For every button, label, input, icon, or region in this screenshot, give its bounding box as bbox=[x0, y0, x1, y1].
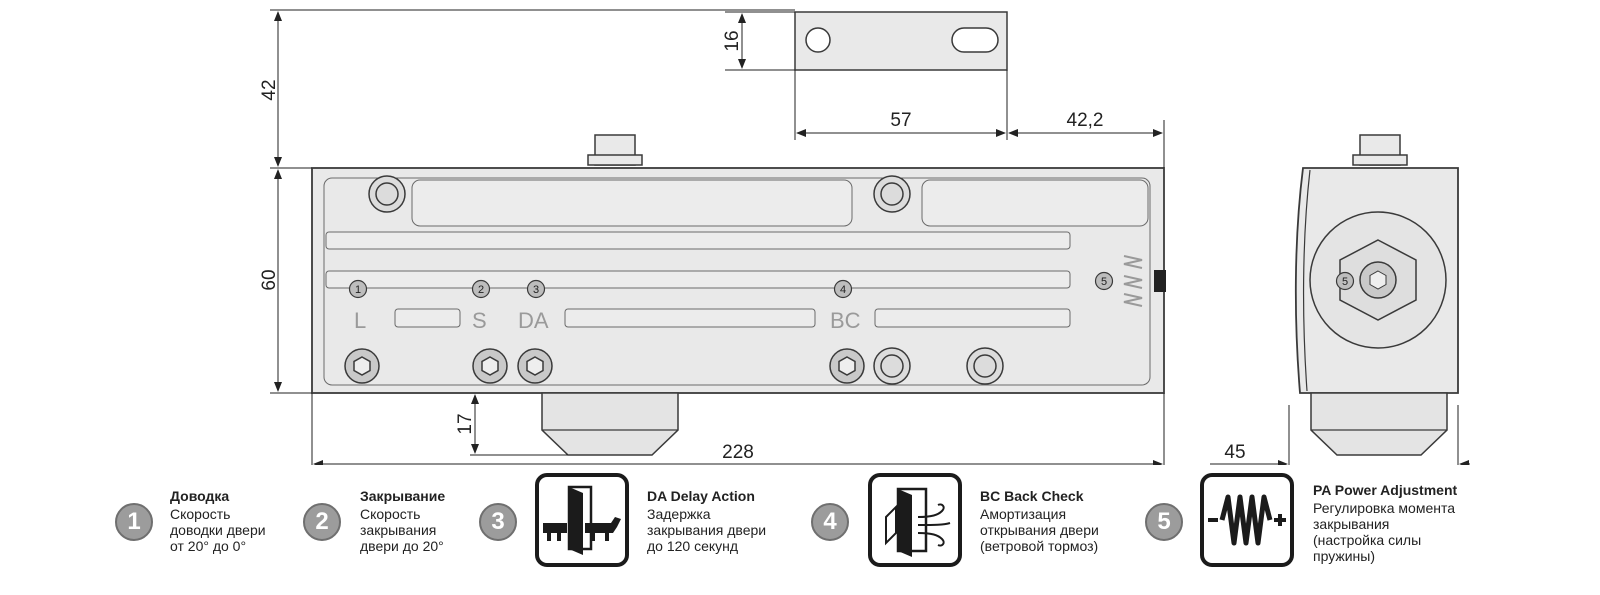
wind-door-icon bbox=[868, 473, 962, 567]
panel-letter-s: S bbox=[472, 308, 487, 333]
legend-line: доводки двери bbox=[170, 522, 266, 538]
spring-adjust-icon bbox=[1200, 473, 1294, 567]
dim-body-depth: 45 bbox=[1224, 442, 1245, 463]
legend-line: от 20° до 0° bbox=[170, 538, 247, 554]
marker-1: 1 bbox=[348, 279, 368, 299]
legend-badge-4: 4 bbox=[811, 503, 849, 541]
panel-letter-da: DA bbox=[518, 308, 549, 333]
svg-text:3: 3 bbox=[533, 284, 539, 296]
legend-line: закрывания bbox=[360, 522, 437, 538]
body-slots bbox=[325, 179, 1149, 328]
legend-badge-2: 2 bbox=[303, 503, 341, 541]
marker-5: 5 bbox=[1094, 271, 1114, 291]
svg-text:1: 1 bbox=[355, 284, 361, 296]
legend-line: Скорость bbox=[170, 506, 231, 522]
legend-line: пружины) bbox=[1313, 548, 1376, 564]
dimension-lines bbox=[270, 9, 1470, 465]
dim-bracket-length: 57 bbox=[890, 110, 911, 131]
legend-line: Амортизация bbox=[980, 506, 1067, 522]
svg-text:2: 2 bbox=[478, 284, 484, 296]
legend-badge-1: 1 bbox=[115, 503, 153, 541]
legend-title-4: BC Back Check bbox=[980, 488, 1084, 504]
dim-bracket-to-end: 42,2 bbox=[1067, 110, 1104, 131]
dim-bracket-height: 16 bbox=[722, 30, 743, 51]
marker-3: 3 bbox=[526, 279, 546, 299]
adjustment-valve bbox=[344, 348, 865, 384]
legend-line: закрывания bbox=[1313, 516, 1390, 532]
spring-symbol bbox=[1123, 255, 1143, 307]
legend-line: до 120 секунд bbox=[647, 538, 739, 554]
legend-line: открывания двери bbox=[980, 522, 1099, 538]
legend-title-5: PA Power Adjustment bbox=[1313, 482, 1458, 498]
panel-letter-l: L bbox=[354, 308, 366, 333]
dim-arm-drop: 17 bbox=[455, 413, 476, 434]
side-view: 5 bbox=[1294, 134, 1459, 456]
marker-2: 2 bbox=[471, 279, 491, 299]
legend-line: (настройка силы bbox=[1313, 532, 1422, 548]
legend-line: Скорость bbox=[360, 506, 421, 522]
arm-housing bbox=[541, 392, 679, 456]
mounting-screw bbox=[368, 175, 1004, 385]
front-view: L S DA BC 1 2 3 4 5 bbox=[311, 11, 1166, 456]
svg-text:5: 5 bbox=[1101, 276, 1107, 288]
legend-title-3: DA Delay Action bbox=[647, 488, 755, 504]
legend-badge-5: 5 bbox=[1145, 503, 1183, 541]
legend-line: Задержка bbox=[647, 506, 711, 522]
legend-title-1: Доводка bbox=[170, 488, 230, 504]
legend-line: двери до 20° bbox=[360, 538, 444, 554]
dim-body-height: 60 bbox=[259, 269, 280, 290]
legend-title-2: Закрывание bbox=[360, 488, 446, 504]
dim-bracket-offset: 42 bbox=[259, 79, 280, 100]
door-closer-technical-drawing: L S DA BC 1 2 3 4 5 5 bbox=[259, 9, 1470, 465]
panel-letter-bc: BC bbox=[830, 308, 861, 333]
legend: 1 Доводка Скорость доводки двери от 20° … bbox=[0, 470, 1600, 595]
side-marker-5: 5 bbox=[1335, 271, 1355, 291]
svg-text:4: 4 bbox=[840, 284, 846, 296]
legend-line: Регулировка момента bbox=[1313, 500, 1456, 516]
legend-badge-3: 3 bbox=[479, 503, 517, 541]
svg-text:5: 5 bbox=[1342, 276, 1348, 288]
legend-line: закрывания двери bbox=[647, 522, 767, 538]
mounting-bracket bbox=[794, 11, 1008, 71]
dog-door-delay-icon bbox=[535, 473, 629, 567]
spring-adjust-nut bbox=[1154, 270, 1166, 292]
legend-line: (ветровой тормоз) bbox=[980, 538, 1099, 554]
dim-body-length: 228 bbox=[722, 442, 754, 463]
marker-4: 4 bbox=[833, 279, 853, 299]
